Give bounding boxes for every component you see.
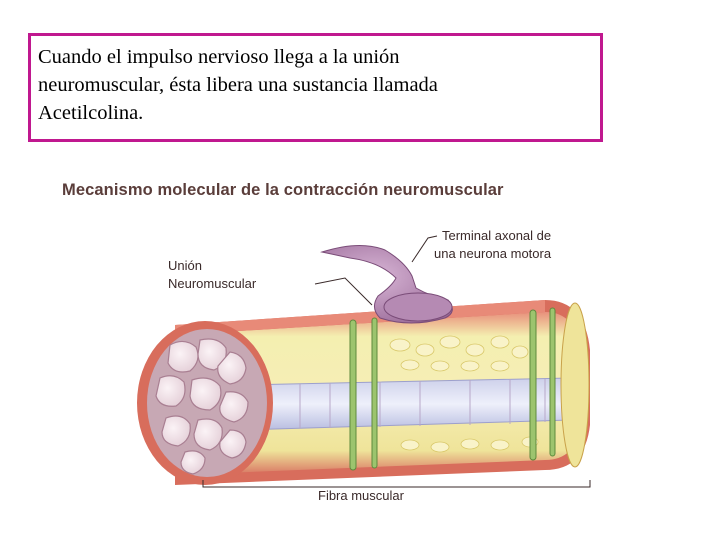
diagram-title: Mecanismo molecular de la contracción ne… — [62, 181, 504, 199]
label-union-2: Neuromuscular — [168, 276, 257, 291]
label-terminal-axonal-2: una neurona motora — [434, 246, 552, 261]
callout-line-1: Cuando el impulso nervioso llega a la un… — [38, 46, 400, 68]
callout-line-2: neuromuscular, ésta libera una sustancia… — [38, 74, 438, 96]
fiber-cross-section — [137, 321, 273, 485]
callout-line-3: Acetilcolina. — [38, 102, 144, 124]
axon-terminal — [320, 244, 453, 324]
info-callout-box: Cuando el impulso nervioso llega a la un… — [28, 33, 603, 142]
label-union-1: Unión — [168, 258, 202, 273]
leader-lines — [202, 235, 591, 488]
label-fibra-muscular: Fibra muscular — [318, 488, 405, 503]
label-terminal-axonal-1: Terminal axonal de — [442, 228, 551, 243]
muscle-fiber-cylinder — [175, 300, 590, 485]
